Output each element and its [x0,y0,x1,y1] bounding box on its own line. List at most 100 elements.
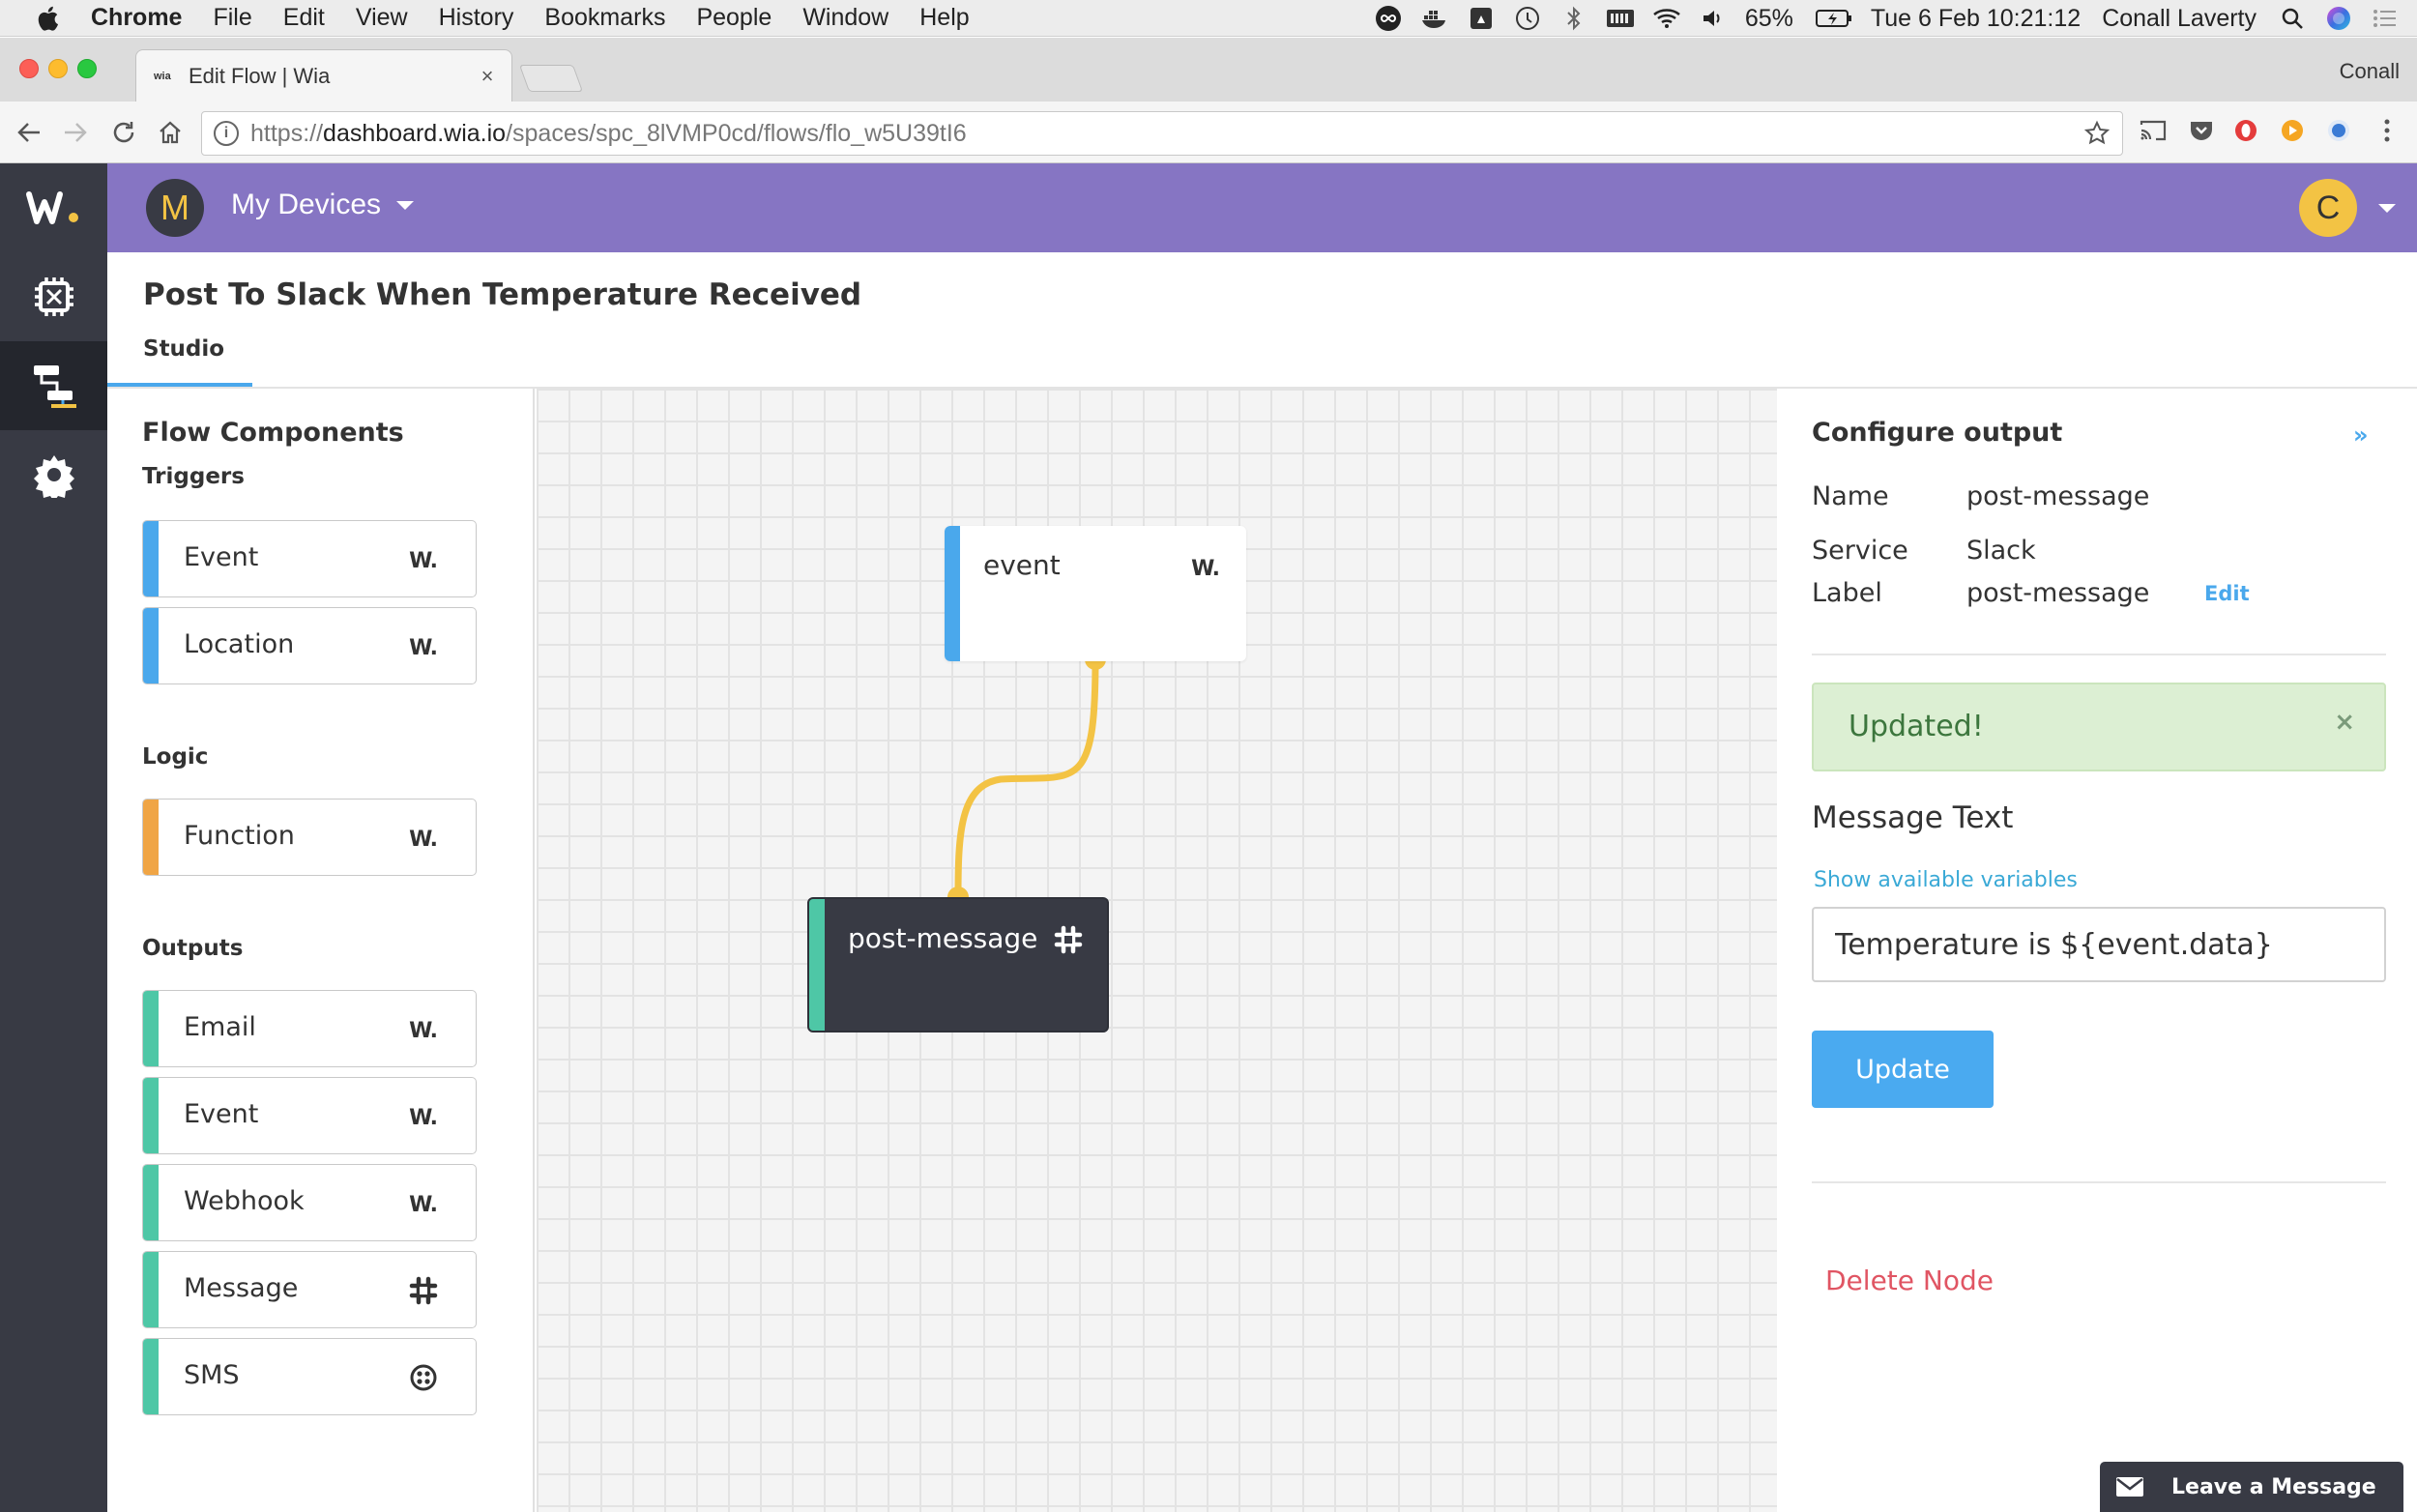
menu-people[interactable]: People [696,4,772,31]
tab-close-icon[interactable]: × [480,64,494,88]
home-icon[interactable] [155,117,186,148]
time-machine-icon[interactable] [1513,6,1542,31]
user-avatar[interactable]: C [2299,179,2357,237]
new-tab-button[interactable] [518,65,584,92]
configure-output-panel: Configure output » Name post-message Ser… [1777,389,2417,1512]
drive-icon[interactable] [1467,6,1496,31]
battery-percent: 65% [1744,4,1793,32]
component-logic-function[interactable]: Function W. [142,799,477,876]
collapse-panel-icon[interactable]: » [2353,422,2369,449]
menu-bookmarks[interactable]: Bookmarks [544,4,666,31]
page-title: Post To Slack When Temperature Received [143,277,862,312]
battery-icon[interactable] [1815,6,1853,31]
service-value: Slack [1966,536,2036,566]
alert-text: Updated! [1849,710,1984,743]
blue-extension-icon[interactable] [2324,116,2353,145]
play-extension-icon[interactable] [2278,116,2307,145]
menubar-user[interactable]: Conall Laverty [2102,4,2257,32]
settings-gear-icon[interactable] [0,430,107,519]
slack-icon [408,1275,439,1306]
reload-icon[interactable] [108,117,139,148]
success-alert: Updated! × [1812,683,2386,771]
menu-file[interactable]: File [213,4,252,31]
bookmark-star-icon[interactable] [2083,120,2111,147]
pocket-icon[interactable] [2187,116,2216,145]
browser-tab-edit-flow[interactable]: wia Edit Flow | Wia × [135,49,512,102]
memory-icon[interactable] [1606,6,1635,31]
menu-help[interactable]: Help [919,4,970,31]
component-output-message[interactable]: Message [142,1251,477,1328]
space-switcher[interactable]: My Devices [231,189,415,221]
component-output-webhook[interactable]: Webhook W. [142,1164,477,1241]
delete-node-button[interactable]: Delete Node [1825,1265,1994,1296]
divider [1812,1181,2386,1183]
devices-chip-icon[interactable] [0,252,107,341]
apple-icon[interactable] [33,4,62,33]
component-output-email[interactable]: Email W. [142,990,477,1067]
notification-center-icon[interactable] [2371,6,2400,31]
trigger-color-bar [143,521,159,596]
output-color-bar [143,1252,159,1327]
node-label: event [983,549,1061,581]
tab-title: Edit Flow | Wia [189,63,331,88]
component-output-event[interactable]: Event W. [142,1077,477,1154]
name-value: post-message [1966,481,2150,511]
flow-components-heading: Flow Components [142,418,404,448]
flow-canvas[interactable]: event W. post-message [537,389,1777,1512]
triggers-heading: Triggers [142,464,245,489]
node-post-message[interactable]: post-message [807,897,1109,1032]
component-label: SMS [184,1360,240,1390]
output-color-bar [143,1078,159,1153]
spotlight-search-icon[interactable] [2278,6,2307,31]
menu-history[interactable]: History [438,4,514,31]
chrome-menu-icon[interactable] [2373,116,2402,145]
volume-icon[interactable] [1699,6,1728,31]
edit-label-link[interactable]: Edit [2204,582,2250,605]
wia-logo-icon: W. [409,636,438,660]
user-menu-chevron-icon[interactable] [2378,204,2396,213]
trigger-color-bar [945,526,960,661]
back-arrow-icon[interactable] [14,117,44,148]
envelope-icon [2115,1476,2144,1497]
address-bar[interactable]: i https:// dashboard.wia.io /spaces/spc_… [201,111,2123,156]
leave-message-widget[interactable]: Leave a Message [2100,1462,2403,1512]
menu-app-name[interactable]: Chrome [91,4,183,31]
page-divider [107,387,2417,389]
site-info-icon[interactable]: i [214,121,239,146]
component-label: Message [184,1273,299,1303]
opera-extension-icon[interactable] [2231,116,2260,145]
siri-icon[interactable] [2324,6,2353,31]
docker-icon[interactable] [1420,6,1449,31]
menu-window[interactable]: Window [802,4,889,31]
space-avatar[interactable]: M [146,179,204,237]
chrome-profile-name[interactable]: Conall [2339,59,2400,83]
label-value: post-message [1966,578,2150,608]
message-text-input[interactable] [1812,907,2386,982]
window-zoom-button[interactable] [77,59,97,78]
forward-arrow-icon[interactable] [60,117,91,148]
window-close-button[interactable] [19,59,39,78]
menu-edit[interactable]: Edit [282,4,325,31]
tab-studio[interactable]: Studio [143,336,225,362]
infinity-icon[interactable] [1374,6,1403,31]
flows-icon[interactable] [0,341,107,430]
menubar-datetime[interactable]: Tue 6 Feb 10:21:12 [1870,4,2082,32]
bluetooth-icon[interactable] [1559,6,1588,31]
component-output-sms[interactable]: SMS [142,1338,477,1415]
wia-logo-icon: W. [409,549,438,573]
url-path: /spaces/spc_8lVMP0cd/flows/flo_w5U39tI6 [506,119,967,147]
divider [1812,654,2386,655]
component-trigger-location[interactable]: Location W. [142,607,477,684]
update-button[interactable]: Update [1812,1031,1994,1108]
cast-icon[interactable] [2139,116,2168,145]
wifi-icon[interactable] [1652,6,1681,31]
node-event[interactable]: event W. [945,526,1246,661]
wia-home-logo-icon[interactable] [0,163,107,252]
window-minimize-button[interactable] [48,59,68,78]
component-trigger-event[interactable]: Event W. [142,520,477,597]
configure-output-title: Configure output [1812,418,2063,448]
logic-color-bar [143,800,159,875]
menu-view[interactable]: View [355,4,408,31]
alert-close-icon[interactable]: × [2334,708,2355,737]
show-variables-link[interactable]: Show available variables [1814,868,2078,892]
